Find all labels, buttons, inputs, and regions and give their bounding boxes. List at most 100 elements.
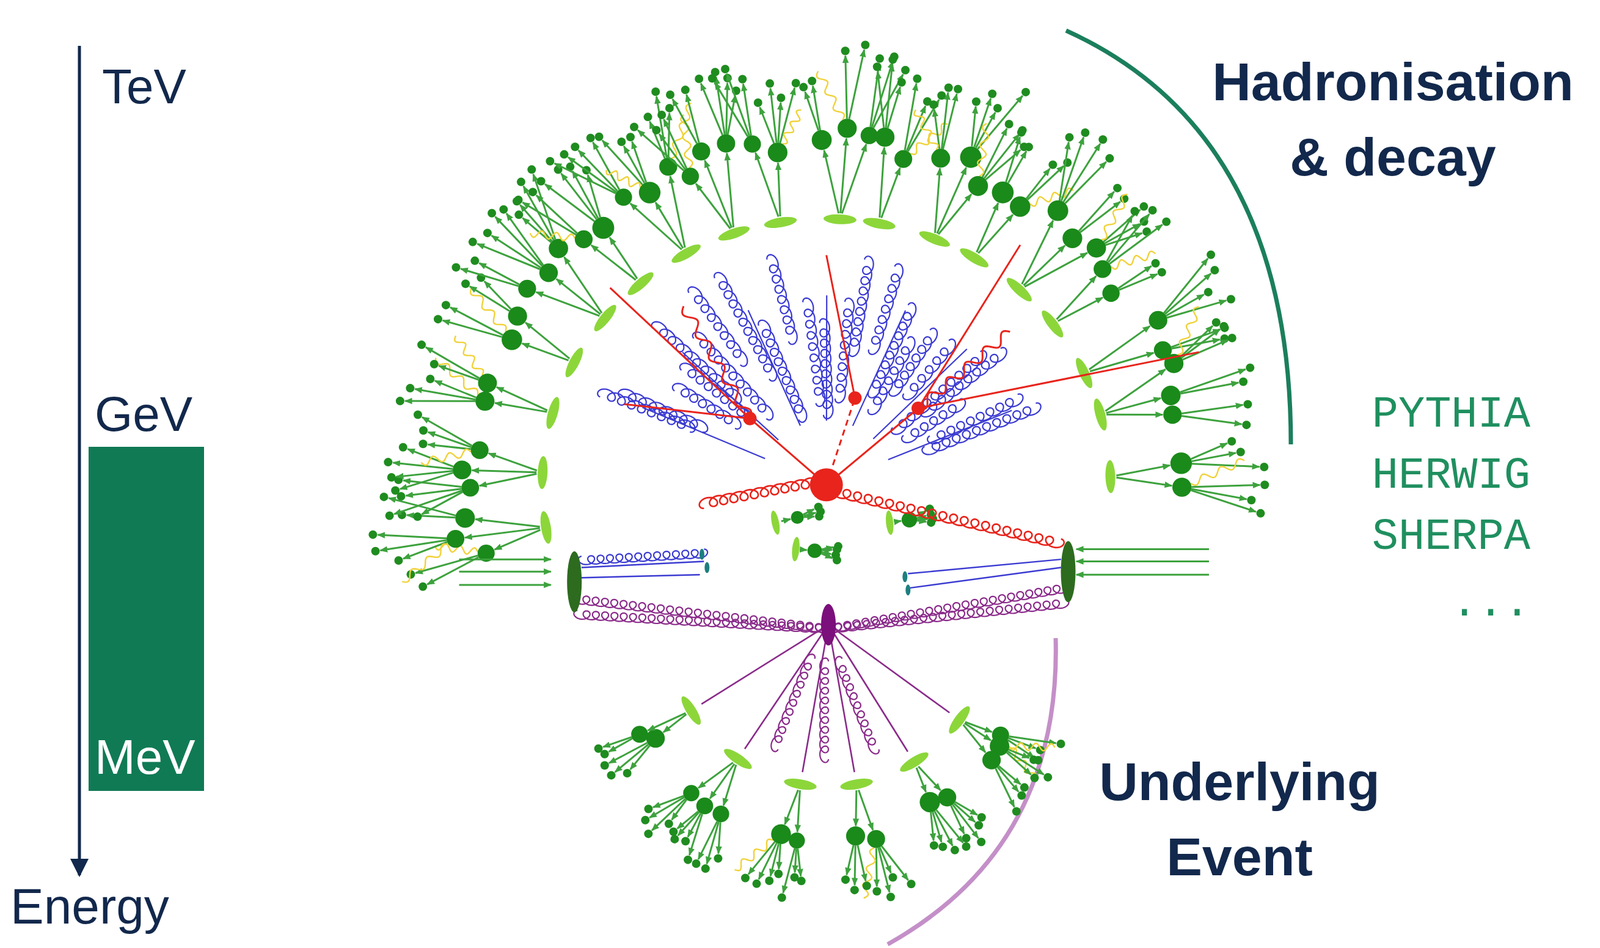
decay-arrow	[813, 85, 821, 130]
cluster	[1003, 274, 1035, 305]
final-particle	[944, 83, 954, 92]
final-particle	[418, 582, 428, 591]
hadron	[791, 510, 804, 524]
final-particle	[1012, 806, 1021, 815]
decay-arrow	[536, 195, 578, 234]
final-particle	[1260, 480, 1269, 489]
hadron	[860, 127, 878, 145]
hadron	[631, 725, 649, 743]
decay-arrow	[425, 347, 480, 379]
hadron	[646, 728, 666, 748]
gluon-line	[868, 263, 903, 355]
decay-arrow	[1182, 339, 1228, 360]
decay-arrow	[1119, 273, 1158, 290]
final-particle	[799, 83, 808, 92]
photon-line	[680, 114, 693, 169]
final-particle	[1157, 267, 1167, 277]
quark-line	[581, 561, 704, 568]
decay-arrow	[877, 71, 885, 128]
decay-arrow	[854, 844, 856, 885]
photon-line	[606, 169, 640, 188]
final-particle	[1243, 399, 1252, 409]
decay-arrow	[1116, 464, 1170, 476]
decay-arrow	[797, 789, 800, 832]
final-particle	[664, 819, 674, 828]
final-particle	[862, 880, 872, 890]
decay-arrow	[1181, 416, 1242, 425]
final-particle	[974, 820, 983, 830]
decay-arrow	[1089, 352, 1154, 371]
decay-arrow	[943, 93, 958, 149]
decay-arrow	[937, 167, 967, 234]
cluster	[543, 395, 563, 430]
parton-line	[610, 287, 751, 419]
red-gluon-line	[699, 475, 830, 509]
hadron	[770, 824, 791, 844]
final-particle	[1245, 363, 1255, 373]
remnant	[902, 571, 908, 583]
decay-arrow	[602, 736, 632, 747]
decay-arrow	[714, 82, 748, 137]
decay-arrow	[1190, 489, 1256, 512]
decay-arrow	[918, 766, 941, 790]
final-particle	[701, 863, 710, 873]
decay-arrow	[803, 512, 816, 516]
decay-arrow	[821, 548, 833, 552]
final-particle	[681, 85, 690, 95]
decay-arrow	[405, 400, 476, 402]
final-particle	[640, 815, 650, 825]
final-particle	[1161, 217, 1171, 227]
purple-line	[701, 624, 829, 704]
decay-arrow	[533, 174, 556, 240]
photon-line	[977, 123, 989, 176]
final-particle	[681, 836, 690, 845]
final-particle	[1030, 773, 1039, 782]
final-particle	[1212, 318, 1221, 327]
final-particle	[987, 89, 997, 98]
decay-arrow	[1191, 442, 1228, 459]
decay-arrow	[495, 216, 543, 267]
purple-line	[802, 624, 829, 772]
final-particle	[425, 374, 435, 384]
final-particle	[897, 78, 906, 87]
final-particle	[665, 103, 674, 113]
hadron	[811, 130, 833, 151]
decay-arrow	[379, 540, 447, 551]
decay-arrow	[1181, 404, 1243, 413]
red-photon-line	[682, 306, 752, 419]
hadron	[1093, 260, 1112, 278]
photon-line	[530, 230, 575, 241]
decay-arrow	[651, 798, 686, 831]
cluster	[716, 223, 751, 244]
decay-arrow	[695, 183, 731, 229]
final-particle	[1242, 420, 1251, 429]
final-particle	[901, 65, 910, 75]
final-particle	[860, 40, 870, 50]
decay-arrow	[1180, 382, 1239, 394]
final-particle	[888, 54, 897, 64]
purple-line	[828, 624, 908, 752]
final-particle	[383, 457, 393, 467]
photon-line	[816, 70, 845, 120]
final-particle	[394, 555, 403, 565]
hadron	[743, 135, 761, 153]
hadron	[1148, 310, 1167, 330]
decay-arrow	[1191, 484, 1260, 487]
decay-arrow	[995, 767, 1015, 807]
photon-line	[1111, 251, 1156, 269]
final-particle	[950, 845, 960, 855]
final-particle	[683, 855, 693, 864]
decay-arrow	[630, 203, 682, 250]
final-particle	[1148, 205, 1158, 215]
hadron	[591, 216, 614, 239]
decay-arrow	[1117, 265, 1151, 289]
decay-arrow	[1006, 752, 1032, 775]
decay-arrow	[686, 94, 699, 143]
generator-name: HERWIG	[1372, 449, 1531, 503]
decay-arrow	[1191, 488, 1247, 500]
final-particle	[1098, 135, 1107, 144]
final-particle	[570, 142, 580, 151]
decay-arrow	[1166, 300, 1227, 318]
final-particle	[791, 78, 801, 88]
final-particle	[670, 834, 679, 844]
